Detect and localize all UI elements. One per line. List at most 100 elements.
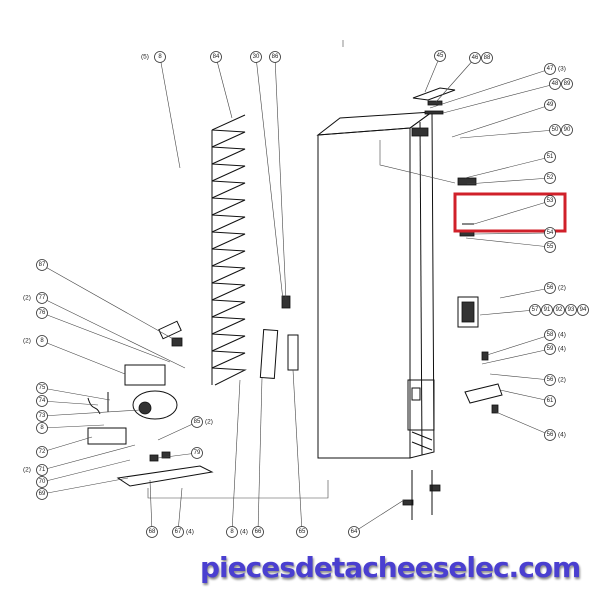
callout-number: 91 (544, 307, 551, 313)
callout-52: 52 (466, 172, 556, 185)
callout-number: 84 (213, 54, 220, 60)
watermark: piecesdetacheeselec.com (200, 551, 581, 584)
callout-circle (172, 526, 184, 538)
callout-circle (348, 526, 360, 538)
callout-circle (36, 464, 48, 476)
callout-number: 53 (547, 198, 554, 204)
callout-number: 56 (547, 377, 554, 383)
leader-line (177, 487, 183, 533)
callout-circle (544, 429, 556, 441)
callout-30: 30 (250, 51, 284, 301)
leader-line (41, 444, 136, 471)
callout-68: 68 (146, 479, 158, 538)
callout-70: 70 (36, 459, 131, 488)
leader-line (41, 387, 111, 401)
callout-circle (544, 99, 556, 111)
callout-79: 79 (157, 447, 203, 459)
leader-line (274, 56, 287, 301)
callout-circle (561, 124, 573, 136)
callout-circle (296, 526, 308, 538)
leader-line (257, 377, 263, 533)
callout-circle (544, 172, 556, 184)
callout-number: 65 (299, 529, 306, 535)
callout-number: 92 (556, 307, 563, 313)
callout-quantity: (2) (23, 295, 31, 302)
callout-circle (544, 395, 556, 407)
callout-number: 64 (351, 529, 358, 535)
callout-72: 72 (36, 436, 93, 458)
callout-number: 79 (194, 450, 201, 456)
callout-quantity: (5) (141, 54, 149, 61)
hinge-and-evaporator-parts (402, 87, 503, 520)
callout-circle (146, 526, 158, 538)
callout-number: 68 (149, 529, 156, 535)
callout-circle (529, 304, 541, 316)
callout-number: 50 (552, 127, 559, 133)
callout-circle (36, 259, 48, 271)
callout-56: 56(2) (499, 282, 566, 299)
leader-line (473, 232, 551, 235)
callout-number: 48 (552, 81, 559, 87)
callout-65: 65 (292, 369, 308, 538)
callout-number: 59 (547, 346, 554, 352)
leader-line (495, 411, 551, 436)
callout-71: 71 (2) (23, 444, 136, 476)
callout-quantity: (2) (23, 467, 31, 474)
callout-circle (36, 395, 48, 407)
callout-circle (36, 488, 48, 500)
callout-number: 69 (39, 491, 46, 497)
leader-line (215, 56, 233, 119)
callout-76: 76 (36, 307, 171, 363)
callout-56: 56(4) (495, 411, 566, 441)
callout-number: 67 (175, 529, 182, 535)
callout-number: 71 (39, 467, 46, 473)
callout-number: 86 (272, 54, 279, 60)
leader-line (41, 340, 126, 375)
leader-line (157, 452, 198, 459)
leader-line (41, 459, 131, 483)
callout-circle (250, 51, 262, 63)
thermostat-parts (259, 295, 299, 379)
leader-line (465, 237, 551, 248)
compressor-assembly (87, 320, 329, 499)
callout-number: 56 (547, 285, 554, 291)
leader-line (499, 287, 551, 299)
callout-number: 8 (230, 529, 234, 535)
callout-circle (252, 526, 264, 538)
callout-number: 46 (472, 55, 479, 61)
leader-line (41, 424, 105, 429)
leader-line (292, 369, 303, 533)
leader-line (442, 83, 556, 114)
callout-circle (544, 241, 556, 253)
callout-number: 73 (39, 413, 46, 419)
leader-line (435, 57, 476, 103)
callout-circle (469, 52, 481, 64)
callout-number: 30 (253, 54, 260, 60)
callout-circle (549, 78, 561, 90)
callout-number: 51 (547, 154, 554, 160)
callout-circle (549, 124, 561, 136)
callout-number: 45 (437, 53, 444, 59)
leader-line (499, 389, 551, 402)
callout-circle (544, 282, 556, 294)
callout-circle (36, 307, 48, 319)
callout-67: 67(4) (172, 487, 194, 538)
leader-line (353, 499, 405, 533)
fridge-cabinet (316, 111, 456, 459)
callout-56: 56(2) (489, 373, 566, 386)
callout-quantity: (4) (558, 432, 566, 439)
callout-69: 69 (36, 477, 129, 500)
callout-number: 57 (532, 307, 539, 313)
callout-circle (544, 227, 556, 239)
leader-line (486, 334, 551, 356)
callout-number: 74 (39, 398, 46, 404)
callout-58: 58(4) (486, 329, 566, 356)
callout-number: 66 (255, 529, 262, 535)
callout-number: 8 (40, 338, 44, 344)
callout-51: 51 (464, 151, 556, 179)
